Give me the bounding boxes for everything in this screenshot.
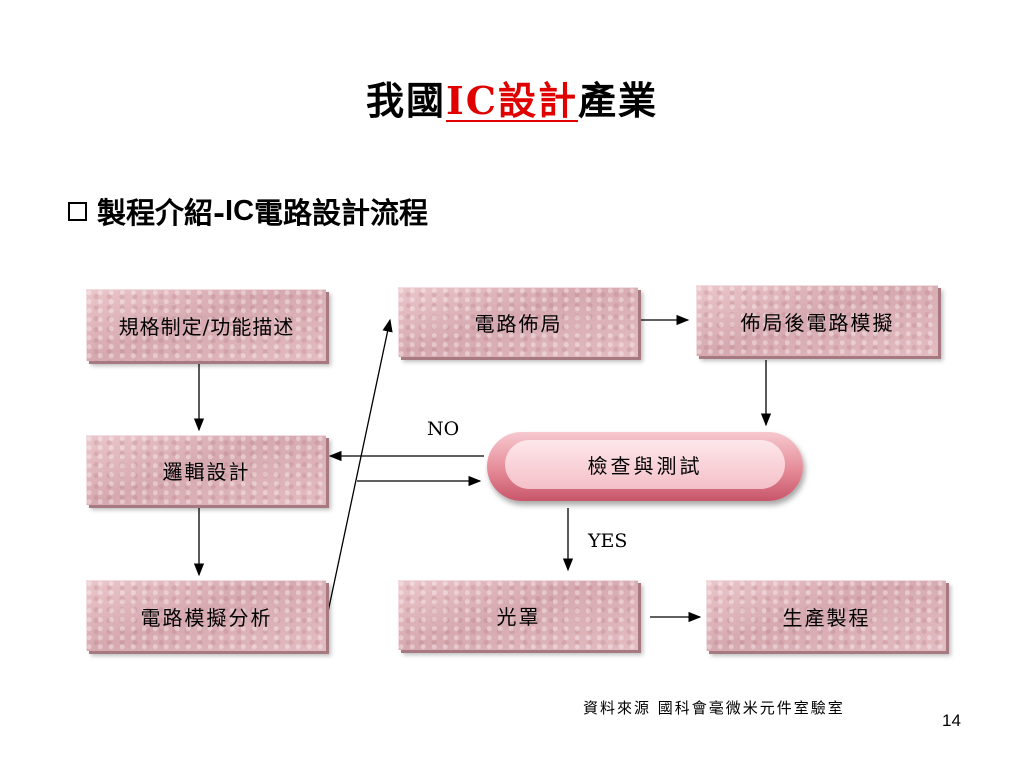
box-check-test-inner: 檢查與測試 [505,440,785,489]
title-suffix: 產業 [578,78,659,123]
square-bullet-icon [68,201,87,221]
slide-title: 我國IC設計產業 [0,70,1024,125]
box-circuit-sim-label: 電路模擬分析 [140,605,273,630]
source-note: 資料來源 國科會毫微米元件室驗室 [583,699,845,717]
yes-label: YES [588,530,628,552]
no-label: NO [427,418,460,440]
title-highlight: IC設計 [445,78,579,123]
box-mask-label: 光罩 [496,605,541,629]
subtitle-ic: IC [225,194,255,227]
box-check-test-label: 檢查與測試 [587,454,703,478]
arrow-sim-to-layout [327,318,393,613]
page-number: 14 [942,711,961,730]
box-post-layout-sim: 佈局後電路模擬 [696,285,938,356]
box-logic-design-label: 邏輯設計 [162,460,251,484]
subtitle-post: 電路設計流程 [254,196,429,230]
box-layout-label: 電路佈局 [474,312,563,336]
title-prefix: 我國 [365,78,446,123]
box-circuit-sim: 電路模擬分析 [86,580,326,651]
box-check-test: 檢查與測試 [487,432,803,501]
box-layout: 電路佈局 [398,287,638,357]
box-fabrication-label: 生產製程 [782,605,871,630]
box-fabrication: 生產製程 [706,580,946,651]
subtitle-pre: 製程介紹- [97,196,226,230]
box-spec-label: 規格制定/功能描述 [118,315,295,339]
box-spec: 規格制定/功能描述 [86,289,326,361]
box-post-layout-sim-label: 佈局後電路模擬 [740,310,895,335]
box-mask: 光罩 [398,580,638,650]
box-logic-design: 邏輯設計 [86,435,326,505]
